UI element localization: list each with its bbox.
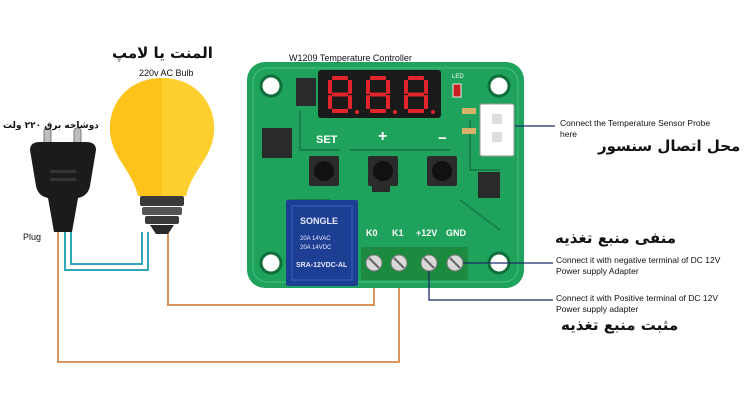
display-segment xyxy=(328,80,332,94)
wires xyxy=(57,232,400,363)
bulb-highlight xyxy=(162,78,215,196)
mounting-hole xyxy=(487,74,511,98)
plug-grip xyxy=(50,178,76,181)
sensor-note-en-1: Connect the Temperature Sensor Probe xyxy=(560,118,711,128)
plug-body xyxy=(30,142,96,232)
display-segment xyxy=(424,95,428,109)
plug-label: Plug xyxy=(23,232,42,242)
plug-title-fa: دوشاخه برق ۲۲۰ ولت xyxy=(3,121,99,131)
display-digits xyxy=(328,76,435,114)
bulb-base xyxy=(142,207,182,215)
display-segment xyxy=(332,92,348,97)
bulb-base xyxy=(145,216,179,224)
display-segment xyxy=(332,76,348,80)
display-segment xyxy=(424,80,428,94)
minus-label: − xyxy=(438,130,447,147)
display-segment xyxy=(370,76,386,80)
sensor-connector-pin xyxy=(492,114,502,124)
sensor-note-fa: محل اتصال سنسور xyxy=(598,137,741,155)
positive-note-en-1: Connect it with Positive terminal of DC … xyxy=(556,293,719,303)
lamp-title-fa: المنت یا لامپ xyxy=(112,44,213,62)
pcb-inner xyxy=(252,67,519,283)
positive-note-en-2: Power supply adapter xyxy=(556,304,639,314)
bulb xyxy=(109,78,215,234)
pcb-trace xyxy=(299,110,500,171)
terminal-screws xyxy=(365,254,464,272)
relay xyxy=(286,200,358,286)
terminal-label-12v: +12V xyxy=(416,228,438,238)
annotation-lines xyxy=(428,125,555,301)
board-title: W1209 Temperature Controller xyxy=(289,53,412,63)
negative-note-fa: منفی منبع تغذیه xyxy=(555,229,677,247)
relay-label-plate xyxy=(291,205,353,281)
bulb-tip xyxy=(150,225,174,234)
display-dot xyxy=(355,110,359,114)
plug-to-lamp-wire xyxy=(64,232,149,271)
ic-chip xyxy=(262,128,292,158)
display-segment xyxy=(332,109,348,113)
plug-to-lamp-wire-inner xyxy=(70,232,143,265)
positive-pointer xyxy=(428,271,553,301)
relay-rating-2: 20A 14VDC xyxy=(300,245,332,251)
display-segment xyxy=(328,95,332,109)
display-segment xyxy=(408,76,424,80)
display-digit xyxy=(328,76,359,114)
mounting-hole xyxy=(259,251,283,275)
display-segment xyxy=(408,92,424,97)
terminal-label-k0: K0 xyxy=(366,228,378,238)
terminal-label-k1: K1 xyxy=(392,228,404,238)
display-segment xyxy=(404,95,408,109)
smd-part xyxy=(462,108,476,114)
relay-brand: SONGLE xyxy=(300,216,339,226)
set-label: SET xyxy=(316,134,338,146)
power-plug xyxy=(30,127,96,232)
negative-note-en-2: Power supply Adapter xyxy=(556,266,639,276)
terminal-block xyxy=(361,247,468,280)
display-segment xyxy=(348,95,352,109)
ic-chip xyxy=(478,172,500,198)
smd-part xyxy=(462,128,476,134)
smd-part xyxy=(372,184,390,192)
display-digit xyxy=(366,76,397,114)
display-segment xyxy=(366,80,370,94)
display-dot xyxy=(431,110,435,114)
plug-to-k1-wire xyxy=(57,232,400,363)
sensor-connector-pin xyxy=(492,132,502,142)
mounting-hole xyxy=(259,74,283,98)
button-set[interactable] xyxy=(309,156,339,186)
terminal-label-gnd: GND xyxy=(446,228,466,238)
display-segment xyxy=(386,95,390,109)
ic-chip xyxy=(296,78,316,106)
status-led xyxy=(452,83,462,98)
negative-note-en-1: Connect it with negative terminal of DC … xyxy=(556,255,721,265)
button-minus[interactable] xyxy=(427,156,457,186)
lamp-subtitle: 220v AC Bulb xyxy=(139,68,194,78)
display-segment xyxy=(366,95,370,109)
display-segment xyxy=(408,109,424,113)
relay-rating-1: 20A 14VAC xyxy=(300,236,331,242)
led-label: LED xyxy=(452,74,464,80)
plug-grip xyxy=(50,170,76,173)
button-plus[interactable] xyxy=(368,156,398,186)
plus-label: + xyxy=(378,128,388,145)
display-segment xyxy=(386,80,390,94)
display-digit xyxy=(404,76,435,114)
display-segment xyxy=(370,92,386,97)
relay-model: SRA-12VDC-AL xyxy=(296,262,348,269)
pcb-board xyxy=(247,62,524,288)
positive-note-fa: مثبت منبع تغذیه xyxy=(561,316,679,334)
display-segment xyxy=(370,109,386,113)
sensor-connector xyxy=(479,103,515,157)
bulb-base xyxy=(140,196,184,206)
display-segment xyxy=(404,80,408,94)
sensor-note-en-2: here xyxy=(560,129,578,139)
display-segment xyxy=(348,80,352,94)
display-dot xyxy=(393,110,397,114)
